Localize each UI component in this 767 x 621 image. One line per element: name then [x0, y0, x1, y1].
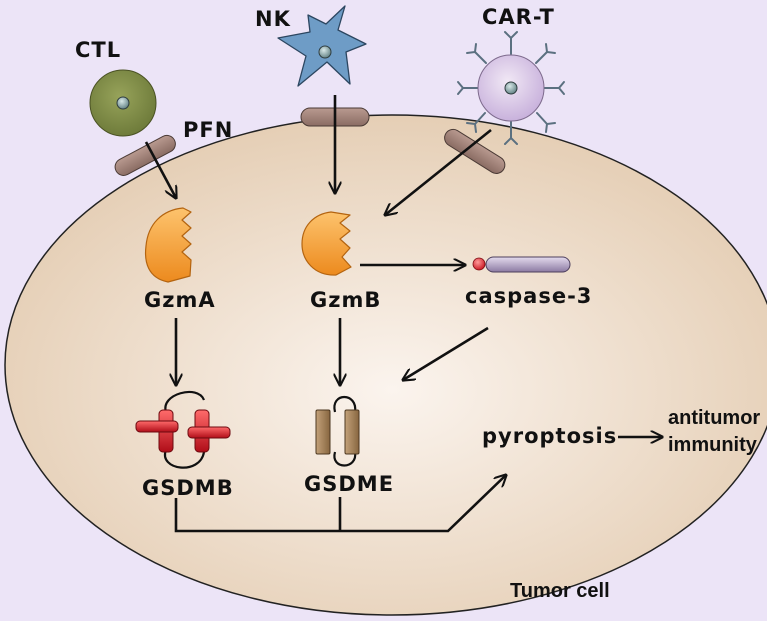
ctl-cell-icon — [89, 69, 157, 137]
ctl-label: CTL — [75, 38, 122, 62]
tumor-cell-body — [4, 114, 767, 616]
caspase-3-label: caspase-3 — [465, 284, 593, 308]
arrow-gasdermins-to-pyroptosis — [174, 475, 506, 533]
arrow-caspase3-to-gsdme — [403, 326, 489, 380]
car-t-label: CAR-T — [482, 5, 555, 29]
tumor-cell-label: Tumor cell — [510, 580, 610, 602]
arrow-car-t-to-gzmb — [385, 128, 492, 215]
caspase-3-icon — [472, 256, 571, 273]
gzma-label: GzmA — [144, 288, 216, 312]
car-t-cell-icon — [457, 31, 565, 145]
arrow-ctl-to-gzma — [144, 141, 176, 198]
gsdmb-label: GSDMB — [142, 476, 234, 500]
nk-label: NK — [255, 7, 291, 31]
gzmb-label: GzmB — [310, 288, 382, 312]
perforin-pore-left — [114, 134, 176, 176]
gsdme-label: GSDME — [304, 472, 395, 496]
immunity-label: immunity — [668, 434, 757, 456]
antitumor-label: antitumor — [668, 407, 761, 429]
nk-cell-icon — [277, 5, 367, 87]
gzma-icon — [144, 207, 192, 283]
gsdme-icon — [315, 396, 360, 467]
gzmb-icon — [301, 211, 352, 276]
gsdmb-icon — [135, 390, 231, 469]
pyroptosis-label: pyroptosis — [482, 424, 618, 448]
pfn-label: PFN — [183, 118, 234, 142]
perforin-pore-right — [444, 128, 506, 174]
